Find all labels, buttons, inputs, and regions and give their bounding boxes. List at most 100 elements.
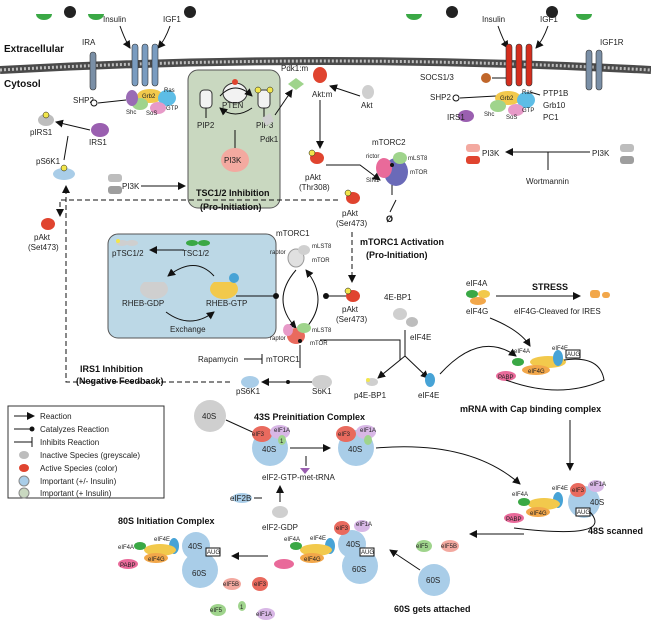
s48-scanned-label: 48S scanned xyxy=(588,526,643,536)
left-shp2-label: SHP2 xyxy=(73,96,94,105)
left-shp2-icon xyxy=(90,99,98,107)
insulin-ligand-icon xyxy=(576,14,592,20)
s60a-s60-label: 60S xyxy=(352,565,366,574)
s48-s40-label: 40S xyxy=(590,498,604,507)
right-irs1-icon xyxy=(458,110,474,122)
pip2-icon xyxy=(199,89,213,118)
insulin-left-label: Insulin xyxy=(103,15,126,24)
mtorc2-mtor-label: mTOR xyxy=(410,170,428,176)
mtorc1-mlst8-label: mLST8 xyxy=(312,244,332,250)
right-adaptor-complex xyxy=(490,91,535,116)
left-sos-label: SoS xyxy=(146,111,157,117)
legend-box xyxy=(7,405,165,499)
eif4a-eif4g-icon xyxy=(466,290,490,305)
pip2-label: PIP2 xyxy=(197,121,215,130)
eif5b-icon xyxy=(441,540,459,552)
s80-eif5-icon xyxy=(210,604,226,616)
p4ebp1-label: p4E-BP1 xyxy=(354,391,387,400)
s60a-aug-label: AUG xyxy=(361,550,374,556)
mtorc1-mtor-label: mTOR xyxy=(312,258,330,264)
s80-pabp-label: PABP xyxy=(120,563,136,569)
s40-free-label: 40S xyxy=(202,412,216,421)
s40b-eif3-label: eIF3 xyxy=(338,432,351,438)
pten-icon xyxy=(222,82,248,104)
pakt-ser473-b-sub: (Ser473) xyxy=(336,219,367,228)
s60-free-icon xyxy=(418,564,450,596)
right-grb2-label: Grb2 xyxy=(500,96,514,102)
mtorc1-raptor2-label: raptor xyxy=(270,336,286,342)
s80-one-label: 1 xyxy=(240,605,244,611)
s48-aug-label: AUG xyxy=(577,510,590,516)
rheb-gdp-icon xyxy=(140,282,169,299)
mtorc1-ps6k1-label: pS6K1 xyxy=(236,387,261,396)
fourebp1-label: 4E-BP1 xyxy=(384,293,412,302)
s48-eif4g-label: eIF4G xyxy=(530,511,547,517)
mtorc1-activation-sub: (Pro-Initiation) xyxy=(366,250,428,260)
mtorc1-active-icon xyxy=(283,323,311,344)
rheb-gdp-label: RHEB-GDP xyxy=(122,299,164,308)
right-shc-label: Shc xyxy=(484,112,494,118)
igf1-right-label: IGF1 xyxy=(540,15,558,24)
pakt-set473-label: pAkt xyxy=(34,233,51,242)
exchange-label: Exchange xyxy=(170,325,206,334)
s80-eif5b-label: eIF5B xyxy=(223,582,239,588)
right-gtp-label: GTP xyxy=(522,108,534,114)
mtorc1-label: mTORC1 xyxy=(266,355,300,364)
mtorc2-complex-icon xyxy=(376,152,408,186)
legend-active: Active Species (color) xyxy=(40,464,118,473)
right-pi3k-active-label: PI3K xyxy=(482,149,500,158)
right-sos-label: SoS xyxy=(506,115,517,121)
mrna-cap-label: mRNA with Cap binding complex xyxy=(460,404,601,414)
right-ras-label: Ras xyxy=(522,90,533,96)
tsc-inhibition-label: TSC1/2 Inhibition xyxy=(196,188,270,198)
eif4e-free-icon xyxy=(425,373,435,387)
preinit-title: 43S Preinitiation Complex xyxy=(254,412,365,422)
left-pirs1-label: pIRS1 xyxy=(30,128,53,137)
s80-eif5-label: eIF5 xyxy=(210,608,223,614)
s80-eif1a-icon xyxy=(257,608,275,620)
insulin-ligand-icon xyxy=(36,14,52,20)
left-shc-label: Shc xyxy=(126,110,136,116)
rheb-gtp-icon xyxy=(210,282,239,299)
pakt-ser473-c-sub: (Ser473) xyxy=(336,315,367,324)
pdk1m-icon xyxy=(288,78,304,90)
s40a-label: 40S xyxy=(262,445,276,454)
pten-label: PTEN xyxy=(222,101,244,110)
aktm-icon xyxy=(313,67,327,83)
cap-aug-label: AUG xyxy=(567,352,580,358)
irs1-inhibition-label: IRS1 Inhibition xyxy=(80,364,143,374)
rapamycin-label: Rapamycin xyxy=(198,355,238,364)
eif4e-free-label: eIF4E xyxy=(418,391,439,400)
pakt-ser473-c-label: pAkt xyxy=(342,305,359,314)
s80-eif3-label: eIF3 xyxy=(254,582,267,588)
mtorc2-label: mTORC2 xyxy=(372,138,406,147)
grb10-label: Grb10 xyxy=(543,101,566,110)
s80-aug-label: AUG xyxy=(207,550,220,556)
eif4a-label: eIF4A xyxy=(466,279,488,288)
mtorc2-mlst8-label: mLST8 xyxy=(408,156,428,162)
pakt-ser473-b-label: pAkt xyxy=(342,209,359,218)
aktm-label: Akt:m xyxy=(312,90,333,99)
s60a-eif5b-label: eIF5B xyxy=(441,544,457,550)
stress-label: STRESS xyxy=(532,282,568,292)
cap-pabp-label: PABP xyxy=(498,375,514,381)
s40a-one-label: 1 xyxy=(280,439,284,445)
left-ps6k1-icon xyxy=(53,168,75,180)
legend-important-pm: Important (+/- Insulin) xyxy=(40,477,117,486)
s60-free-label: 60S xyxy=(426,576,440,585)
s40-free-icon xyxy=(194,400,226,432)
left-grb2-label: Grb2 xyxy=(142,94,156,100)
akt-icon xyxy=(362,85,374,99)
left-adaptor-complex xyxy=(126,89,176,114)
igf1r-receptor-icon xyxy=(585,49,603,91)
eif5-icon xyxy=(416,540,432,552)
insulin-ligand-icon xyxy=(88,14,104,20)
pdk1-icon xyxy=(262,113,274,126)
s48-eif1a-label: eIF1A xyxy=(590,482,606,488)
mtorc1-activation-label: mTORC1 Activation xyxy=(360,237,444,247)
fourebp1-icon xyxy=(393,308,418,327)
legend-catalyzes: Catalyzes Reaction xyxy=(40,425,109,434)
igf1-ligand-icon xyxy=(184,6,196,18)
s40b-label: 40S xyxy=(348,445,362,454)
